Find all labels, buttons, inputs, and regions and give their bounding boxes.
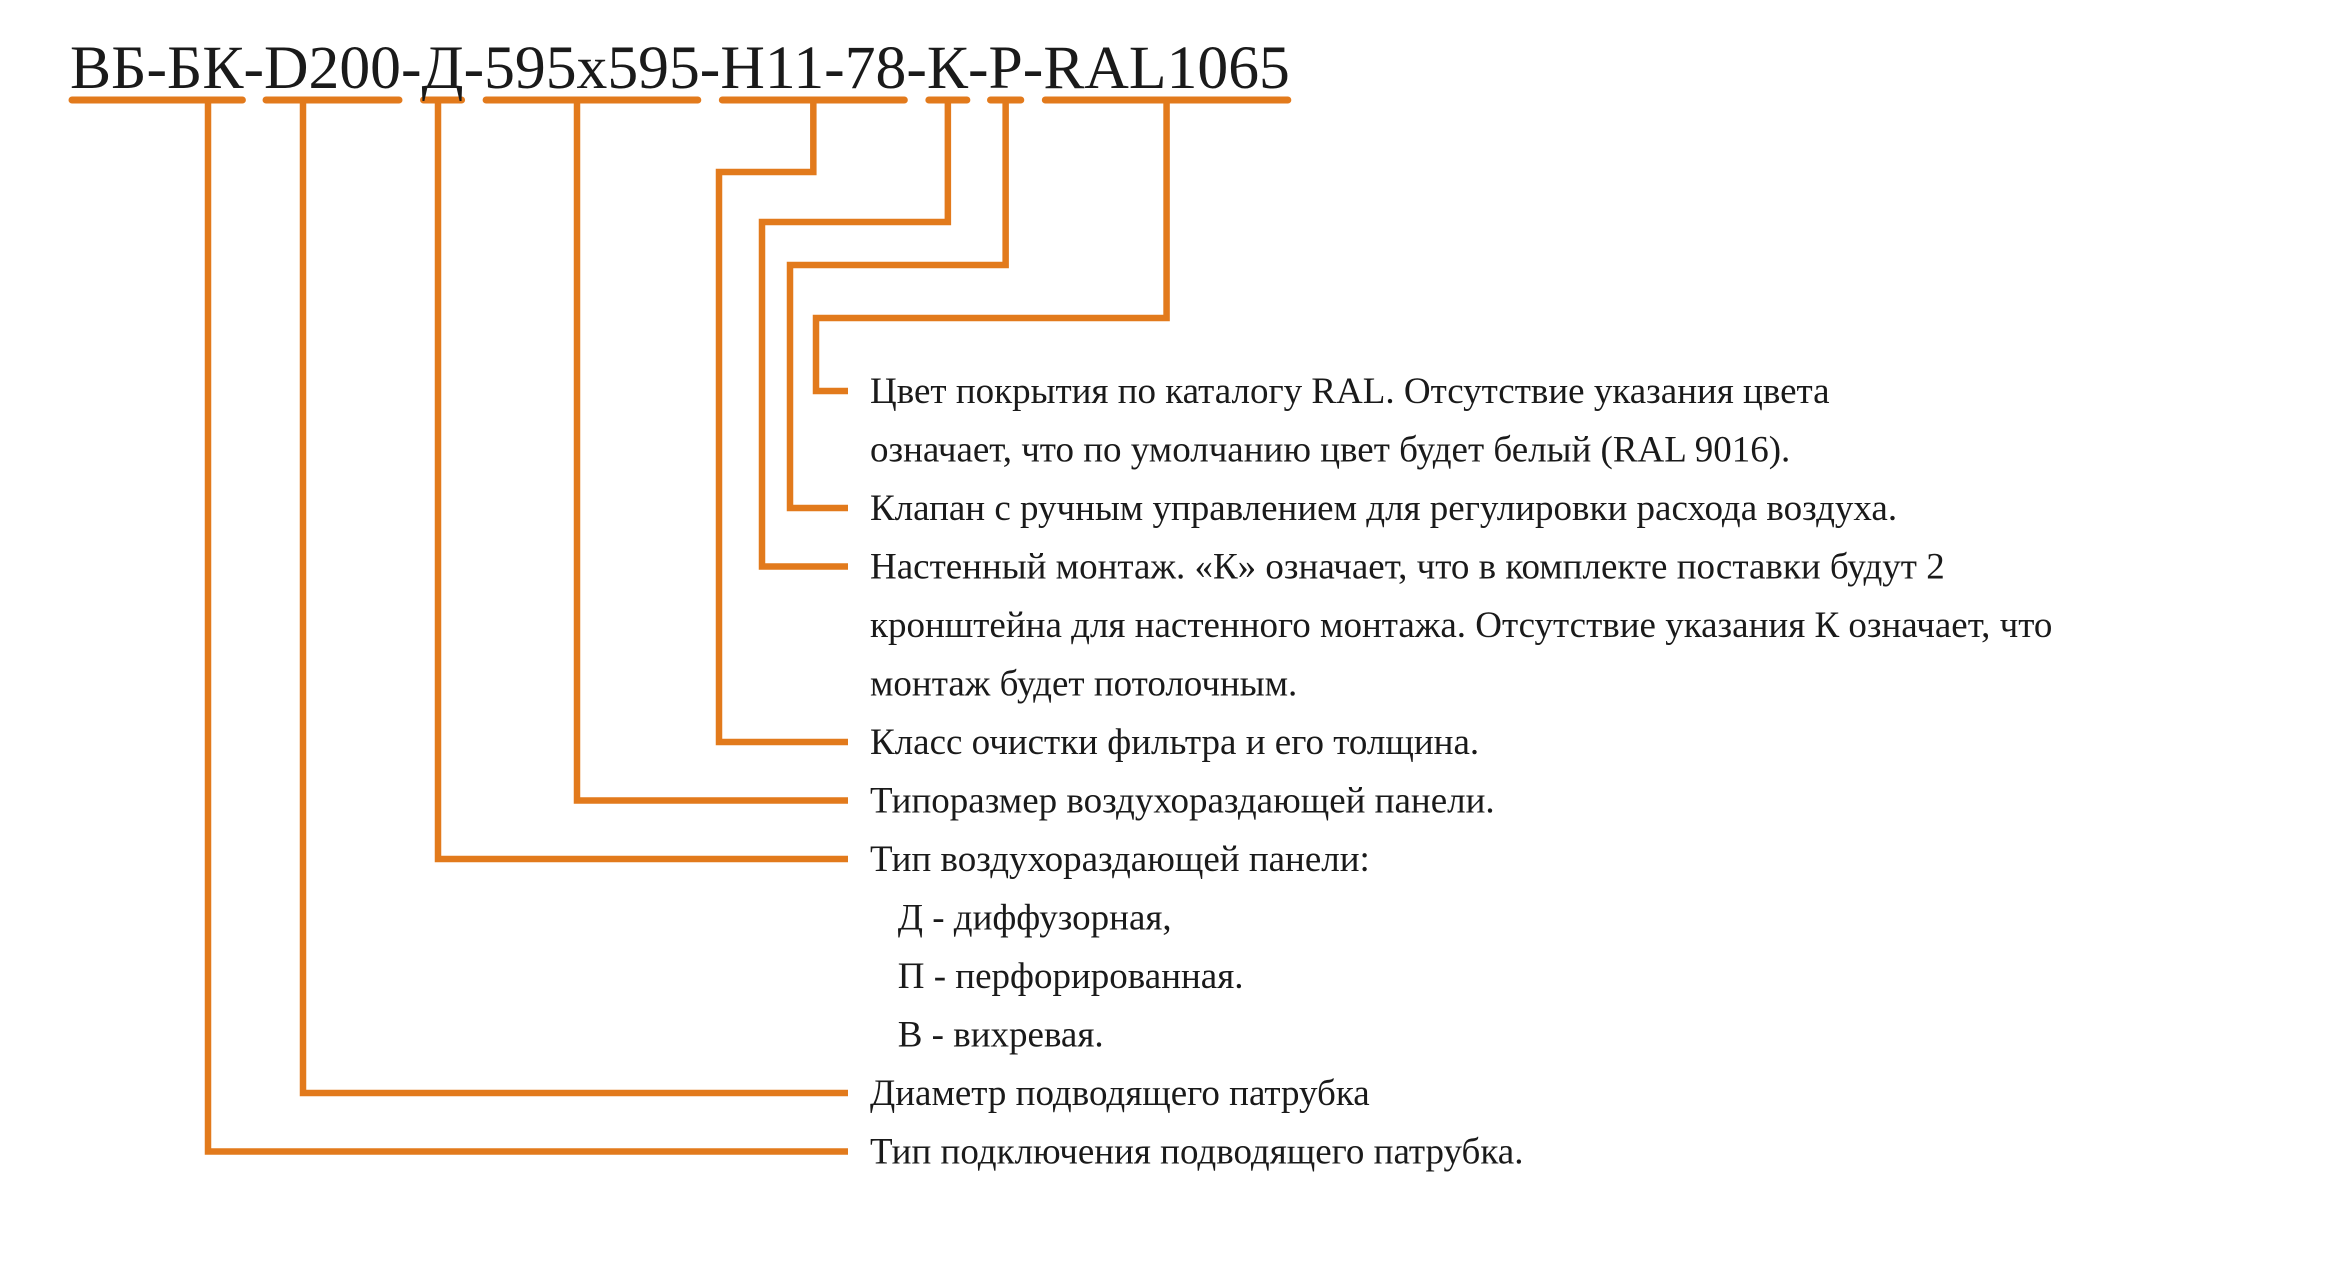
code-segment-k: К	[927, 34, 969, 102]
description-list: Цвет покрытия по каталогу RAL. Отсутстви…	[870, 371, 2052, 1173]
code-segment-vb-bk: ВБ-БК	[70, 34, 244, 102]
description-d-line-4: В - вихревая.	[870, 1015, 1104, 1056]
leader-line-vb-bk	[204, 100, 848, 1155]
code-separator: -	[401, 34, 422, 102]
leader-line-d200	[299, 100, 848, 1097]
description-vb-bk-line-1: Тип подключения подводящего патрубка.	[870, 1132, 1523, 1173]
code-segment-d200: D200	[264, 34, 401, 102]
leader-line-k	[758, 100, 952, 570]
leader-line-ral	[812, 100, 1170, 395]
code-separator: -	[906, 34, 927, 102]
code-segment-filter: Н11-78	[720, 34, 906, 102]
description-d200-line-1: Диаметр подводящего патрубка	[870, 1073, 1370, 1114]
product-code: ВБ-БК-D200-Д-595x595-Н11-78-К-Р-RAL1065	[70, 34, 1290, 102]
leader-lines	[204, 100, 1170, 1155]
code-separator: -	[700, 34, 721, 102]
description-k-line-2: кронштейна для настенного монтажа. Отсут…	[870, 605, 2052, 646]
description-d-line-1: Тип воздухораздающей панели:	[870, 839, 1370, 880]
description-r-line-1: Клапан с ручным управлением для регулиро…	[870, 488, 1897, 529]
leader-line-size	[573, 100, 848, 804]
description-k-line-1: Настенный монтаж. «К» означает, что в ко…	[870, 547, 1945, 588]
code-segment-ral: RAL1065	[1043, 34, 1290, 102]
description-ral-line-1: Цвет покрытия по каталогу RAL. Отсутстви…	[870, 371, 1830, 412]
code-segment-size: 595x595	[484, 34, 700, 102]
leader-line-filter	[715, 100, 848, 746]
description-d-line-2: Д - диффузорная,	[870, 898, 1172, 939]
code-segment-d: Д	[422, 34, 464, 102]
code-separator: -	[968, 34, 989, 102]
description-d-line-3: П - перфорированная.	[870, 956, 1244, 997]
description-size-line-1: Типоразмер воздухораздающей панели.	[870, 781, 1495, 822]
leader-line-d	[434, 100, 848, 863]
description-ral-line-2: означает, что по умолчанию цвет будет бе…	[870, 430, 1790, 471]
leader-line-r	[786, 100, 1009, 512]
description-k-line-3: монтаж будет потолочным.	[870, 664, 1297, 705]
code-separator: -	[244, 34, 265, 102]
code-segment-r: Р	[989, 34, 1023, 102]
description-filter-line-1: Класс очистки фильтра и его толщина.	[870, 722, 1479, 763]
code-separator: -	[464, 34, 485, 102]
code-separator: -	[1023, 34, 1044, 102]
